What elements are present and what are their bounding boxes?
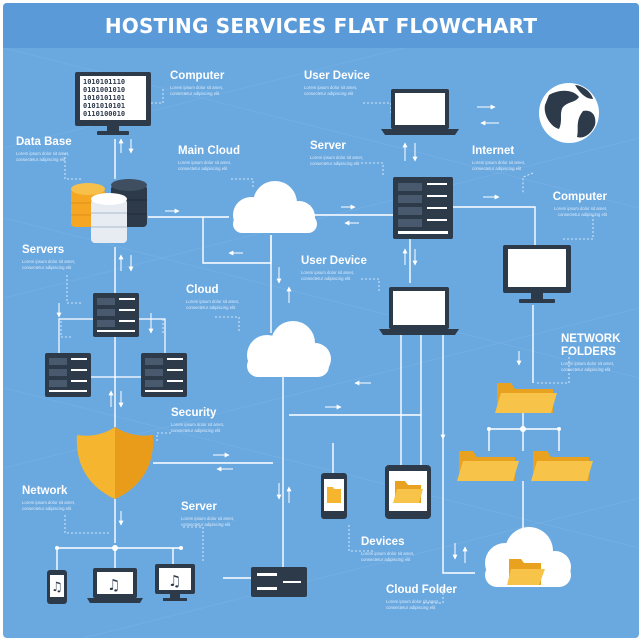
label-description: Lorem ipsum dolor sit amet, consectetur … bbox=[304, 85, 358, 96]
server-icon bbox=[45, 353, 91, 397]
label-main-cloud: Main Cloud Lorem ipsum dolor sit amet, c… bbox=[178, 145, 240, 171]
label-title: Security bbox=[171, 407, 217, 419]
title-bar: HOSTING SERVICES FLAT FLOWCHART bbox=[3, 3, 639, 48]
binary-line: 1010101101 bbox=[83, 94, 125, 102]
label-internet: Internet Lorem ipsum dolor sit amet, con… bbox=[472, 145, 525, 171]
label-title: Data Base bbox=[16, 136, 72, 148]
computer-monitor-icon: 1010101110 0101001010 1010101101 0101010… bbox=[75, 72, 151, 135]
binary-line: 1010101110 bbox=[83, 78, 125, 86]
label-description: Lorem ipsum dolor sit amet, consectetur … bbox=[22, 500, 76, 511]
laptop-music-icon: ♫ bbox=[87, 568, 143, 603]
label-title: Server bbox=[181, 501, 217, 513]
folder-icon bbox=[457, 451, 519, 481]
page-title: HOSTING SERVICES FLAT FLOWCHART bbox=[104, 13, 538, 38]
label-title: Cloud Folder bbox=[386, 584, 457, 596]
label-description: Lorem ipsum dolor sit amet, consectetur … bbox=[171, 422, 225, 433]
laptop-icon bbox=[381, 89, 459, 135]
label-description: Lorem ipsum dolor sit amet, consectetur … bbox=[181, 516, 235, 527]
label-computer-right: Computer Lorem ipsum dolor sit amet, con… bbox=[539, 191, 607, 217]
label-title: Servers bbox=[22, 244, 65, 256]
shield-icon bbox=[76, 427, 154, 499]
label-servers: Servers Lorem ipsum dolor sit amet, cons… bbox=[22, 244, 75, 270]
label-cloud-folder: Cloud Folder Lorem ipsum dolor sit amet,… bbox=[386, 584, 457, 610]
label-data-base: Data Base Lorem ipsum dolor sit amet, co… bbox=[16, 136, 72, 162]
label-description: Lorem ipsum dolor sit amet, consectetur … bbox=[301, 270, 355, 281]
label-user-device-top: User Device Lorem ipsum dolor sit amet, … bbox=[304, 70, 370, 96]
desktop-monitor-icon bbox=[503, 245, 571, 303]
label-description: Lorem ipsum dolor sit amet, consectetur … bbox=[386, 599, 440, 610]
label-server-bottom: Server Lorem ipsum dolor sit amet, conse… bbox=[181, 501, 234, 527]
network-tree-nodes bbox=[55, 545, 183, 551]
label-description: Lorem ipsum dolor sit amet, consectetur … bbox=[178, 160, 232, 171]
folder-tree-nodes bbox=[487, 426, 561, 432]
label-security: Security Lorem ipsum dolor sit amet, con… bbox=[171, 407, 224, 433]
label-title: Server bbox=[310, 140, 346, 152]
label-title: Network bbox=[22, 485, 68, 497]
cloud-icon bbox=[247, 321, 331, 377]
label-title: User Device bbox=[304, 70, 370, 82]
label-description: Lorem ipsum dolor sit amet, consectetur … bbox=[472, 160, 526, 171]
globe-icon bbox=[539, 83, 599, 143]
connector-lines bbox=[56, 139, 560, 579]
label-description: Lorem ipsum dolor sit amet, consectetur … bbox=[553, 206, 607, 217]
main-cloud-icon bbox=[233, 181, 317, 233]
label-cloud: Cloud Lorem ipsum dolor sit amet, consec… bbox=[186, 284, 239, 310]
monitor-music-icon: ♫ bbox=[155, 564, 195, 601]
label-description: Lorem ipsum dolor sit amet, consectetur … bbox=[361, 551, 415, 562]
label-description: Lorem ipsum dolor sit amet, consectetur … bbox=[561, 361, 615, 372]
label-description: Lorem ipsum dolor sit amet, consectetur … bbox=[22, 259, 76, 270]
folder-icon bbox=[531, 451, 593, 481]
label-title: User Device bbox=[301, 255, 367, 267]
flowchart-frame: HOSTING SERVICES FLAT FLOWCHART bbox=[3, 3, 639, 638]
binary-line: 0101010101 bbox=[83, 102, 125, 110]
label-title: Main Cloud bbox=[178, 145, 240, 157]
label-server-top: Server Lorem ipsum dolor sit amet, conse… bbox=[310, 140, 363, 166]
phone-music-icon: ♫ bbox=[47, 570, 67, 604]
folder-icon bbox=[495, 383, 557, 413]
binary-line: 0110100010 bbox=[83, 110, 125, 118]
database-icon bbox=[71, 179, 147, 243]
laptop-icon bbox=[379, 287, 459, 335]
label-title: NETWORK FOLDERS bbox=[561, 333, 621, 358]
flowchart-diagram: 1010101110 0101001010 1010101101 0101010… bbox=[45, 72, 599, 604]
label-title: Computer bbox=[170, 70, 225, 82]
label-title: Computer bbox=[552, 191, 607, 203]
server-icon bbox=[141, 353, 187, 397]
label-description: Lorem ipsum dolor sit amet, consectetur … bbox=[170, 85, 224, 96]
server-cluster-lines bbox=[58, 318, 166, 378]
label-description: Lorem ipsum dolor sit amet, consectetur … bbox=[16, 151, 70, 162]
label-title: Cloud bbox=[186, 284, 219, 296]
label-description: Lorem ipsum dolor sit amet, consectetur … bbox=[186, 299, 240, 310]
label-devices: Devices Lorem ipsum dolor sit amet, cons… bbox=[361, 536, 414, 562]
cloud-folder-icon bbox=[485, 527, 571, 587]
label-description: Lorem ipsum dolor sit amet, consectetur … bbox=[310, 155, 364, 166]
label-network: Network Lorem ipsum dolor sit amet, cons… bbox=[22, 485, 75, 511]
binary-line: 0101001010 bbox=[83, 86, 125, 94]
label-computer-top: Computer Lorem ipsum dolor sit amet, con… bbox=[170, 70, 224, 96]
server-icon bbox=[93, 293, 139, 337]
tablet-icon bbox=[385, 465, 431, 519]
label-title: Devices bbox=[361, 536, 405, 548]
server-unit-icon bbox=[251, 567, 307, 597]
svg-text:♫: ♫ bbox=[51, 580, 63, 595]
svg-text:♫: ♫ bbox=[107, 576, 120, 594]
label-network-folders: NETWORK FOLDERS Lorem ipsum dolor sit am… bbox=[561, 333, 620, 372]
svg-text:♫: ♫ bbox=[168, 572, 181, 590]
smartphone-icon bbox=[321, 473, 347, 519]
server-rack-icon bbox=[393, 177, 453, 239]
label-title: Internet bbox=[472, 145, 515, 157]
label-user-device-mid: User Device Lorem ipsum dolor sit amet, … bbox=[301, 255, 367, 281]
